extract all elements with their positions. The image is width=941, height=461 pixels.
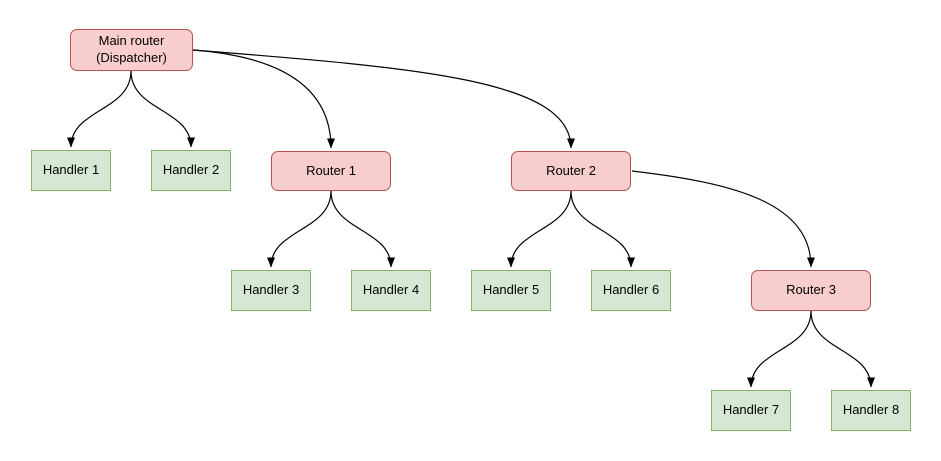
edge-main-router-to-handler-2 [130, 70, 195, 148]
edge-router-2-to-handler-6 [570, 190, 635, 268]
node-handler-3[interactable]: Handler 3 [231, 270, 311, 311]
edge-main-router-to-router-2 [192, 49, 575, 149]
node-router-2[interactable]: Router 2 [511, 151, 631, 191]
node-handler-5[interactable]: Handler 5 [471, 270, 551, 311]
node-handler-6[interactable]: Handler 6 [591, 270, 671, 311]
edge-main-router-to-router-1 [192, 49, 335, 149]
node-main-router[interactable]: Main router (Dispatcher) [70, 29, 193, 71]
node-router-3[interactable]: Router 3 [751, 270, 871, 311]
node-router-1[interactable]: Router 1 [271, 151, 391, 191]
node-handler-7[interactable]: Handler 7 [711, 390, 791, 431]
edge-router-3-to-handler-7 [747, 310, 812, 388]
edge-router-1-to-handler-4 [330, 190, 395, 268]
edge-main-router-to-handler-1 [67, 70, 132, 148]
edge-router-2-to-handler-5 [507, 190, 572, 268]
edge-router-1-to-handler-3 [267, 190, 332, 268]
node-handler-2[interactable]: Handler 2 [151, 150, 231, 191]
node-handler-1[interactable]: Handler 1 [31, 150, 111, 191]
node-handler-8[interactable]: Handler 8 [831, 390, 911, 431]
node-handler-4[interactable]: Handler 4 [351, 270, 431, 311]
edge-router-3-to-handler-8 [810, 310, 875, 388]
edge-router-2-to-router-3 [631, 170, 815, 268]
